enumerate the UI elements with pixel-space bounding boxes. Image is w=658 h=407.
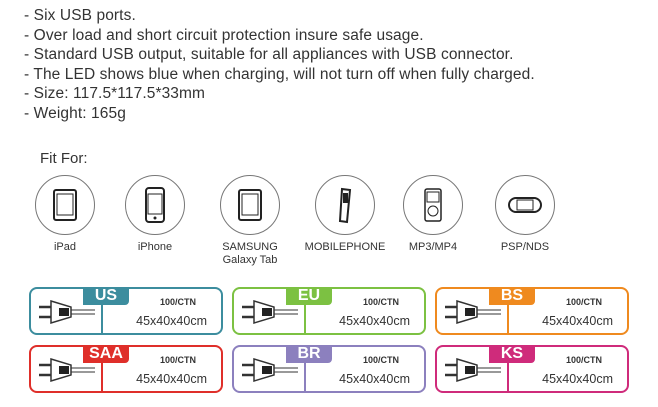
plug-card-eu: EU 100/CTN 45x40x40cm [232,287,426,335]
spec-list: - Six USB ports. - Over load and short c… [24,6,535,123]
plug-code: EU [286,287,332,305]
plug-icon [242,357,298,383]
carton-size: 45x40x40cm [542,372,613,386]
quantity: 100/CTN [362,297,399,307]
mobile-phone-icon [338,187,352,224]
quantity: 100/CTN [565,355,602,365]
plug-card-bs: BS 100/CTN 45x40x40cm [435,287,629,335]
device-label-line2: Galaxy Tab [222,254,278,266]
spec-item: - Over load and short circuit protection… [24,26,424,44]
tablet-icon [238,189,262,221]
device-label: MOBILEPHONE [304,241,386,253]
carton-size: 45x40x40cm [136,314,207,328]
device-4: MP3/MP4 [388,175,478,254]
media-player-icon [424,188,442,222]
divider [101,363,103,393]
device-label: iPad [53,241,77,253]
device-label: iPhone [137,241,173,253]
plug-card-br: BR 100/CTN 45x40x40cm [232,345,426,393]
plug-icon [445,299,501,325]
quantity: 100/CTN [565,297,602,307]
divider [507,363,509,393]
device-1: iPhone [110,175,200,254]
tablet-icon [53,189,77,221]
device-0: iPad [20,175,110,254]
game-console-icon [508,197,542,213]
device-3: MOBILEPHONE [300,175,390,254]
plug-icon [242,299,298,325]
plug-code: US [83,287,129,305]
plug-card-ks: KS 100/CTN 45x40x40cm [435,345,629,393]
device-label: PSP/NDS [500,241,550,253]
plug-code: BR [286,345,332,363]
plug-icon [39,299,95,325]
quantity: 100/CTN [362,355,399,365]
spec-item: - Size: 117.5*117.5*33mm [24,85,206,102]
plug-code: SAA [83,345,129,363]
plug-icon [39,357,95,383]
device-label: MP3/MP4 [408,241,458,253]
plug-icon [445,357,501,383]
carton-size: 45x40x40cm [542,314,613,328]
smartphone-icon [145,187,165,223]
plug-card-us: US 100/CTN 45x40x40cm [29,287,223,335]
divider [101,305,103,335]
divider [304,363,306,393]
divider [304,305,306,335]
carton-size: 45x40x40cm [339,372,410,386]
plug-card-saa: SAA 100/CTN 45x40x40cm [29,345,223,393]
plug-code: BS [489,287,535,305]
spec-item: - The LED shows blue when charging, will… [24,65,535,83]
spec-item: - Weight: 165g [24,104,126,122]
device-label: SAMSUNG [222,241,278,253]
quantity: 100/CTN [159,297,196,307]
divider [507,305,509,335]
spec-item: - Six USB ports. [24,7,136,24]
device-5: PSP/NDS [480,175,570,254]
quantity: 100/CTN [159,355,196,365]
carton-size: 45x40x40cm [339,314,410,328]
fit-for-heading: Fit For: [40,150,88,167]
carton-size: 45x40x40cm [136,372,207,386]
spec-item: - Standard USB output, suitable for all … [24,46,514,63]
plug-code: KS [489,345,535,363]
